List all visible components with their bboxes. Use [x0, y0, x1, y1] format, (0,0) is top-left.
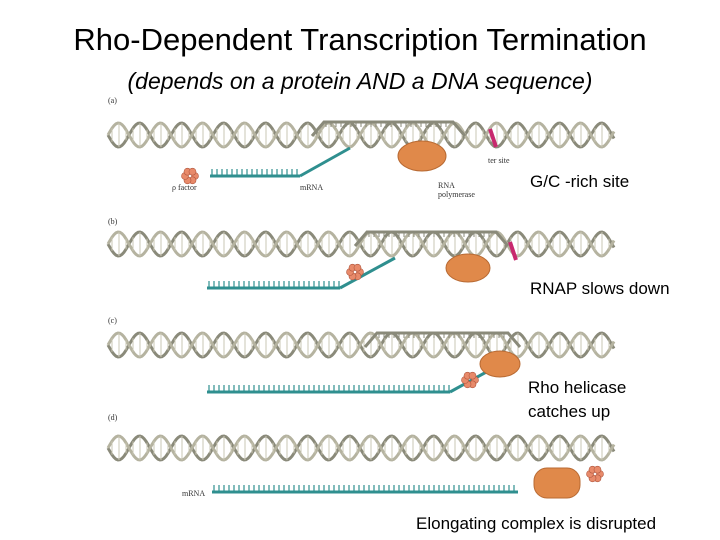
bubble-a-top	[310, 120, 467, 137]
caption-rho-line-2: catches up	[528, 402, 611, 421]
rho-factor-label: ρ factor	[172, 183, 197, 192]
mrna-label: mRNA	[300, 183, 323, 192]
mrna-a-curve	[299, 146, 351, 178]
caption-rho-line-1: Rho helicase	[528, 378, 627, 397]
ter-site-a	[488, 128, 498, 148]
rna-polymerase-c	[479, 350, 521, 378]
mrna-c-curve	[449, 368, 491, 394]
diagram-artwork	[106, 120, 616, 499]
dna-d-strand-2	[106, 434, 616, 462]
rna-polymerase-b	[445, 253, 491, 283]
rna-polymerase-a	[397, 140, 447, 172]
panel-label-b: (b)	[108, 217, 118, 226]
caption-gc-rich-site: G/C -rich site	[530, 172, 630, 191]
rna-polymerase-label-1: RNA	[438, 181, 455, 190]
mrna-label-d: mRNA	[182, 489, 205, 498]
rho-factor-released-subunit	[593, 465, 602, 474]
dna-a-strand-2	[106, 121, 616, 149]
bubble-c-top	[363, 331, 522, 348]
rna-polymerase-released	[533, 467, 581, 499]
caption-rho-catches-up: Rho helicase catches up	[528, 376, 626, 424]
dna-b-strand-2	[106, 230, 616, 258]
panel-label-a: (a)	[108, 96, 117, 105]
caption-rnap-slows: RNAP slows down	[530, 279, 670, 298]
panel-label-d: (d)	[108, 413, 118, 422]
ter-site-b	[508, 241, 518, 261]
bubble-b-top	[353, 230, 510, 247]
rna-polymerase-label-2: polymerase	[438, 190, 475, 199]
page-title: Rho-Dependent Transcription Termination	[73, 22, 647, 57]
dna-c-strand-2	[106, 331, 616, 359]
ter-site-label: ter site	[488, 156, 510, 165]
rho-factor-a-subunit	[188, 167, 197, 176]
page-subtitle: (depends on a protein AND a DNA sequence…	[127, 68, 593, 94]
caption-complex-disrupted: Elongating complex is disrupted	[416, 514, 657, 533]
rho-factor-c-subunit	[468, 371, 477, 380]
rho-factor-b-subunit	[353, 263, 362, 272]
mrna-b-curve	[339, 256, 396, 290]
panel-label-c: (c)	[108, 316, 117, 325]
